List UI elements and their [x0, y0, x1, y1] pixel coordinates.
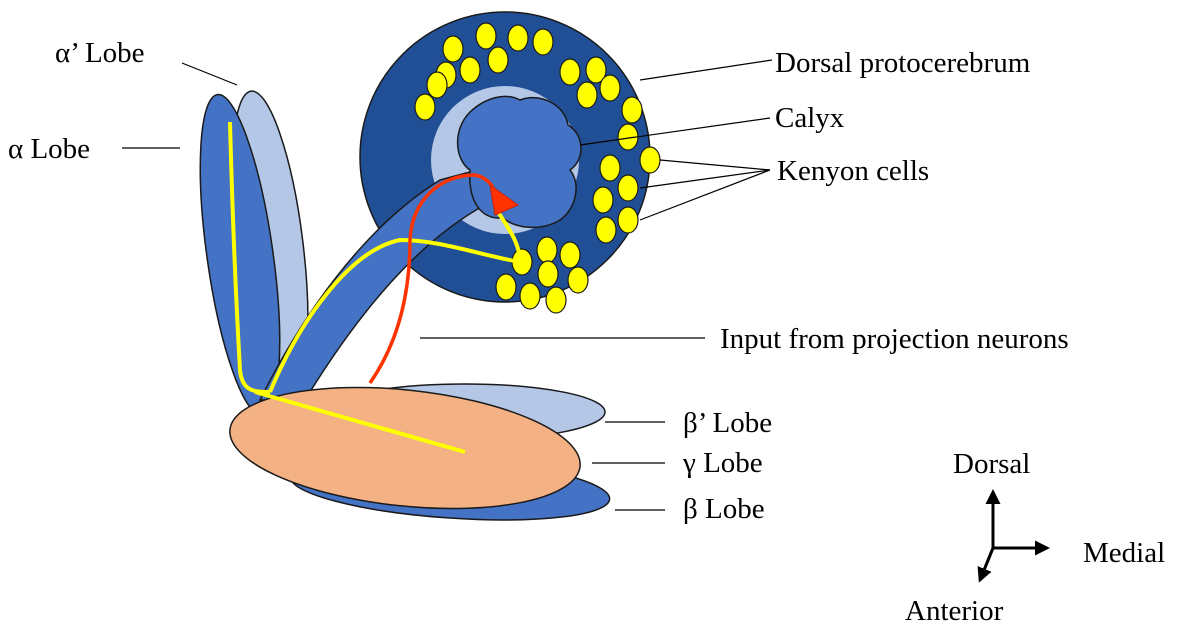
kenyon-cell — [618, 207, 638, 233]
kenyon-cell — [600, 75, 620, 101]
kenyon-cell — [568, 267, 588, 293]
kenyon-cell — [593, 187, 613, 213]
kenyon-cell — [520, 283, 540, 309]
beta-prime-lobe-label: β’ Lobe — [683, 407, 772, 439]
kenyon-cell — [508, 25, 528, 51]
kenyon-cell — [640, 147, 660, 173]
kenyon-leader-2 — [640, 170, 770, 188]
medial-axis-label: Medial — [1083, 537, 1165, 569]
dorsal-axis-label: Dorsal — [953, 448, 1030, 480]
kenyon-cell — [427, 72, 447, 98]
alpha-prime-leader — [182, 63, 237, 85]
gamma-lobe-label: γ Lobe — [682, 447, 763, 479]
anterior-axis-label: Anterior — [905, 595, 1004, 627]
kenyon-cell — [488, 47, 508, 73]
beta-lobe-label: β Lobe — [683, 493, 765, 525]
kenyon-cell — [546, 287, 566, 313]
alpha-prime-lobe-label: α’ Lobe — [55, 37, 145, 69]
kenyon-cell — [560, 59, 580, 85]
kenyon-cell — [496, 274, 516, 300]
kenyon-cell — [560, 242, 580, 268]
anterior-arrow — [980, 548, 993, 580]
kenyon-cell — [415, 94, 435, 120]
calyx-label: Calyx — [775, 102, 845, 134]
dorsal-protocerebrum-label: Dorsal protocerebrum — [775, 47, 1031, 79]
kenyon-cell — [460, 57, 480, 83]
kenyon-cell — [577, 82, 597, 108]
kenyon-cell — [596, 217, 616, 243]
kenyon-cell — [533, 29, 553, 55]
kenyon-cell — [622, 97, 642, 123]
orientation-axes: Dorsal Medial Anterior — [905, 448, 1165, 627]
kenyon-leader-3 — [640, 170, 770, 220]
alpha-lobe-label: α Lobe — [8, 133, 90, 165]
kenyon-cell — [443, 36, 463, 62]
kenyon-cell — [537, 237, 557, 263]
kenyon-leader-1 — [660, 160, 770, 170]
dorsal-protocerebrum-leader — [640, 60, 772, 80]
kenyon-cell — [538, 261, 558, 287]
kenyon-cell — [476, 23, 496, 49]
input-projection-label: Input from projection neurons — [720, 323, 1069, 355]
kenyon-cell — [600, 155, 620, 181]
kenyon-cell — [618, 175, 638, 201]
kenyon-cells-label: Kenyon cells — [777, 155, 929, 187]
